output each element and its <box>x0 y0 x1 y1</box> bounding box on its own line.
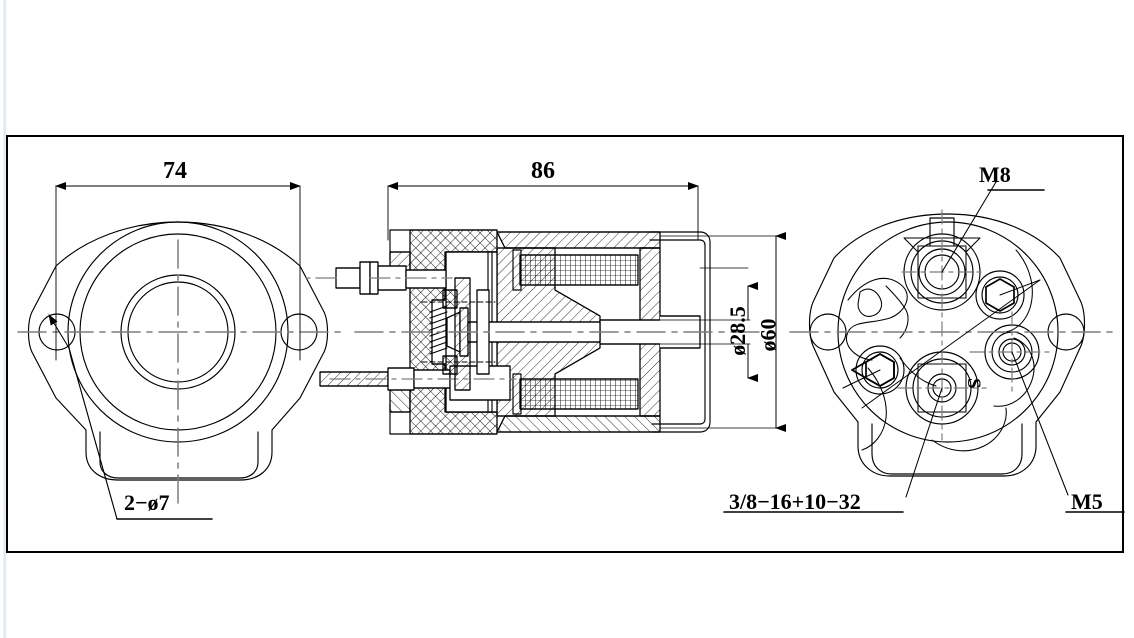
left-view-lower-boss <box>99 431 259 479</box>
right-view-lower-boss <box>871 423 1023 475</box>
leader-hex-bottom-left <box>842 369 881 389</box>
leader-diag-long <box>861 279 1041 409</box>
left-view-group <box>17 182 341 520</box>
dim-d60 <box>659 232 786 432</box>
page-left-gutter <box>0 0 7 638</box>
hex-bolt-top-right <box>975 270 1025 320</box>
body-lower-wall <box>496 415 661 433</box>
terminal-stud-upper <box>299 261 453 295</box>
dim-d28-5 <box>599 267 758 382</box>
right-view-local-centerlines <box>897 209 1053 441</box>
right-view-group <box>723 181 1125 513</box>
hex-bolt-bottom-left <box>851 345 905 395</box>
leader-m5 <box>1011 351 1125 513</box>
leader-port-3-8 <box>723 387 943 513</box>
left-view-centerlines <box>17 239 341 511</box>
body-upper-wall <box>496 231 661 249</box>
right-view-outline <box>808 213 1086 477</box>
dim-74 <box>55 182 301 361</box>
dim-86 <box>387 182 699 241</box>
callout-mounting-holes: 2−ø7 <box>124 490 170 515</box>
left-view-outline <box>27 221 329 481</box>
callout-m8: M8 <box>979 162 1011 187</box>
middle-view-group <box>299 182 786 435</box>
right-view-relief-contours <box>846 249 1035 452</box>
leader-hex-top-right <box>999 279 1041 296</box>
leader-mount-holes <box>48 314 213 520</box>
dim-label-body-dia: ø60 <box>755 318 781 352</box>
leader-m8 <box>941 181 1045 273</box>
callout-m5: M5 <box>1071 489 1103 514</box>
dim-label-74: 74 <box>163 158 187 184</box>
dim-label-shaft-dia: ø28.5 <box>724 306 750 356</box>
callout-thread-spec: 3/8−16+10−32 <box>729 489 861 514</box>
dim-label-86: 86 <box>531 158 555 184</box>
port-marker-s: S <box>963 378 984 389</box>
